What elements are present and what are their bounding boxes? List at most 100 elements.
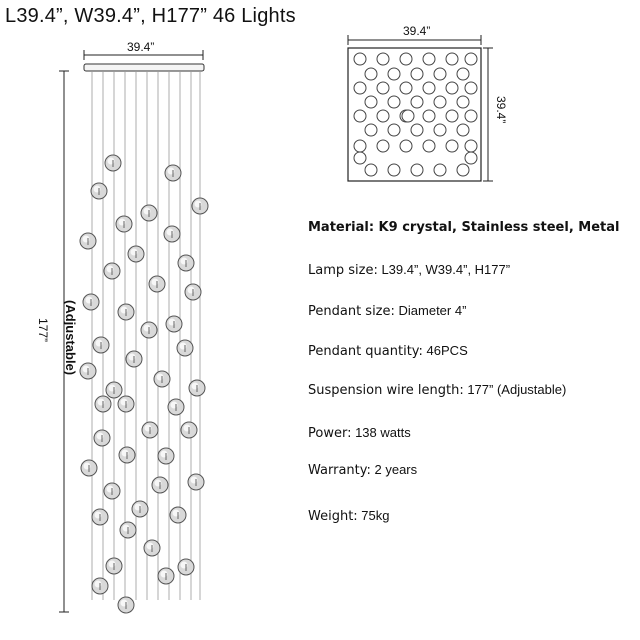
product-title: L39.4”, W39.4”, H177” 46 Lights (5, 5, 296, 27)
front-height-dimension (59, 70, 69, 613)
spec-weight: Weight: 75kg (308, 508, 390, 524)
pendant-hole (401, 109, 415, 123)
crystal-pendant (187, 473, 205, 491)
crystal-pendant (79, 232, 97, 250)
crystal-pendant (188, 379, 206, 397)
top-view-pendant-holes (353, 52, 478, 177)
crystal-pendant (117, 395, 135, 413)
pendant-hole (456, 123, 470, 137)
pendant-hole (364, 95, 378, 109)
crystal-pendant (105, 381, 123, 399)
crystal-pendant (191, 197, 209, 215)
crystal-pendant (167, 398, 185, 416)
crystal-pendants (79, 154, 209, 614)
crystal-pendant (163, 225, 181, 243)
pendant-hole (422, 109, 436, 123)
crystal-pendant (118, 446, 136, 464)
pendant-hole (422, 52, 436, 66)
spec-wire-length: Suspension wire length: 177” (Adjustable… (308, 382, 567, 398)
pendant-hole (410, 123, 424, 137)
crystal-pendant (115, 215, 133, 233)
crystal-pendant (125, 350, 143, 368)
pendant-hole (353, 81, 367, 95)
spec-material: Material: K9 crystal, Stainless steel, M… (308, 220, 620, 235)
pendant-hole (456, 67, 470, 81)
pendant-hole (433, 95, 447, 109)
pendant-hole (445, 81, 459, 95)
crystal-pendant (117, 596, 135, 614)
front-width-dimension (83, 50, 204, 60)
top-depth-label: 39.4” (494, 96, 508, 124)
pendant-hole (422, 81, 436, 95)
crystal-pendant (165, 315, 183, 333)
pendant-hole (387, 95, 401, 109)
crystal-pendant (92, 336, 110, 354)
crystal-pendant (105, 557, 123, 575)
spec-pendant-quantity: Pendant quantity: 46PCS (308, 343, 468, 359)
pendant-hole (387, 163, 401, 177)
pendant-hole (445, 109, 459, 123)
pendant-hole (364, 163, 378, 177)
crystal-pendant (127, 245, 145, 263)
pendant-hole (433, 67, 447, 81)
spec-warranty: Warranty: 2 years (308, 462, 418, 478)
crystal-pendant (91, 508, 109, 526)
pendant-hole (387, 123, 401, 137)
pendant-hole (464, 109, 478, 123)
crystal-pendant (180, 421, 198, 439)
top-width-label: 39.4” (403, 24, 431, 38)
crystal-pendant (131, 500, 149, 518)
pendant-hole (433, 163, 447, 177)
crystal-pendant (91, 577, 109, 595)
pendant-hole (353, 52, 367, 66)
pendant-hole (464, 139, 478, 153)
spec-power: Power: 138 watts (308, 425, 411, 441)
spec-lamp-size: Lamp size: L39.4”, W39.4”, H177” (308, 262, 511, 278)
pendant-hole (353, 109, 367, 123)
pendant-hole (445, 52, 459, 66)
crystal-pendant (79, 362, 97, 380)
pendant-hole (387, 67, 401, 81)
top-depth-dimension (483, 47, 493, 182)
pendant-hole (445, 139, 459, 153)
pendant-hole (353, 151, 367, 165)
pendant-hole (399, 139, 413, 153)
pendant-hole (410, 67, 424, 81)
pendant-hole (399, 52, 413, 66)
front-width-label: 39.4” (127, 40, 155, 54)
pendant-hole (376, 81, 390, 95)
pendant-hole (456, 95, 470, 109)
crystal-pendant (153, 370, 171, 388)
crystal-pendant (157, 567, 175, 585)
crystal-pendant (80, 459, 98, 477)
crystal-pendant (140, 204, 158, 222)
pendant-hole (376, 139, 390, 153)
crystal-pendant (104, 154, 122, 172)
crystal-pendant (119, 521, 137, 539)
crystal-pendant (82, 293, 100, 311)
crystal-pendant (143, 539, 161, 557)
crystal-pendant (157, 447, 175, 465)
crystal-pendant (151, 476, 169, 494)
crystal-pendant (94, 395, 112, 413)
pendant-hole (364, 67, 378, 81)
pendant-hole (376, 52, 390, 66)
crystal-pendant (169, 506, 187, 524)
pendant-hole (353, 139, 367, 153)
crystal-pendant (177, 558, 195, 576)
crystal-pendant (103, 262, 121, 280)
crystal-pendant (176, 339, 194, 357)
spec-pendant-size: Pendant size: Diameter 4” (308, 303, 467, 319)
crystal-pendant (164, 164, 182, 182)
crystal-pendant (117, 303, 135, 321)
crystal-pendant (103, 482, 121, 500)
pendant-hole (464, 52, 478, 66)
crystal-pendant (140, 321, 158, 339)
pendant-hole (399, 81, 413, 95)
ceiling-canopy (83, 63, 205, 72)
pendant-hole (410, 163, 424, 177)
crystal-pendant (184, 283, 202, 301)
crystal-pendant (90, 182, 108, 200)
